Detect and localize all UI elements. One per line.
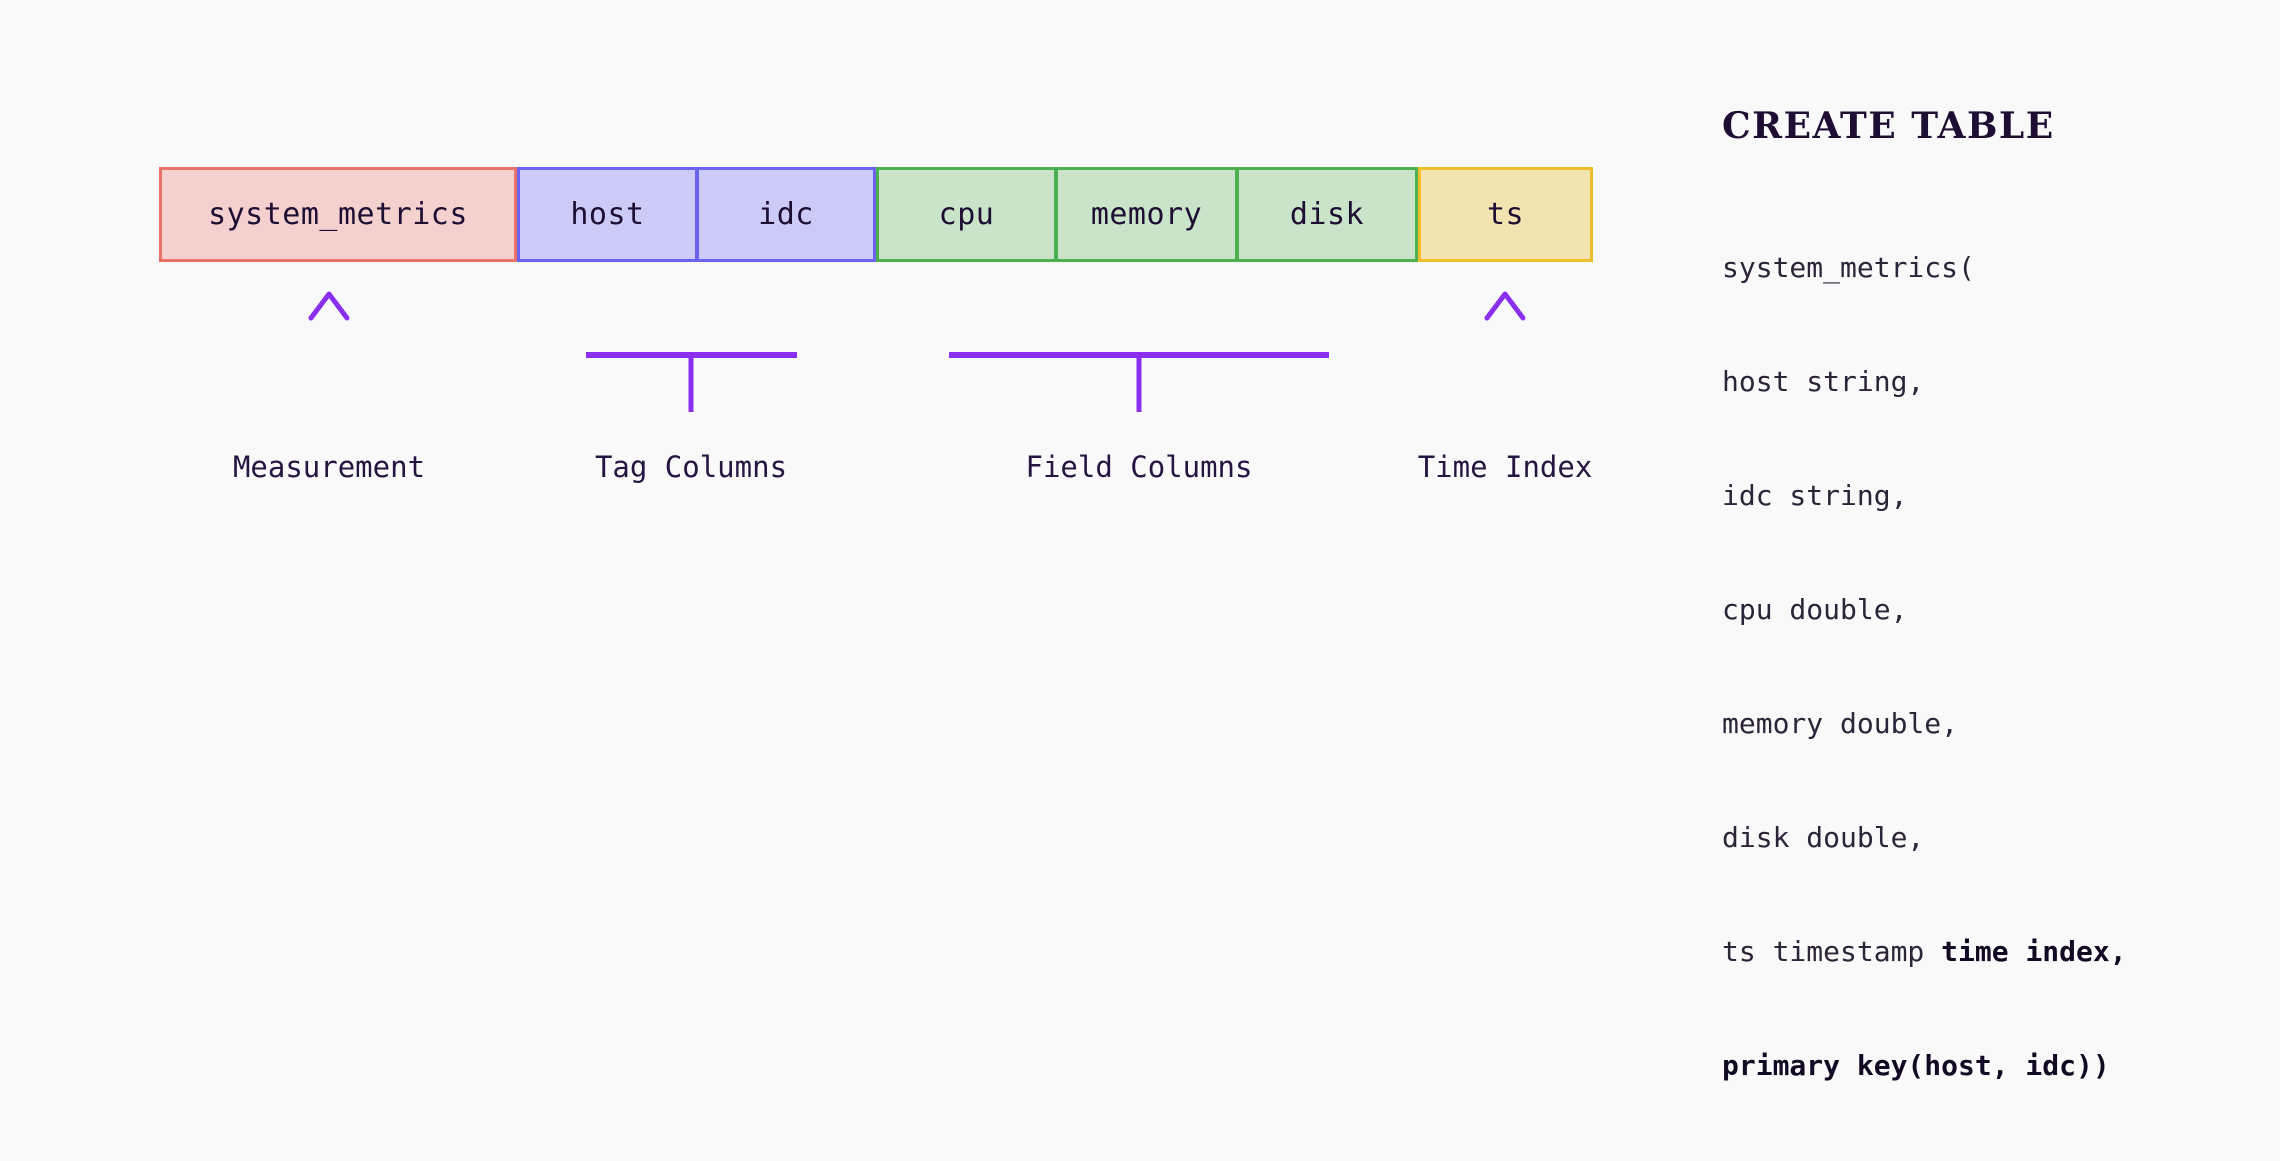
schema-cell-label: disk <box>1289 197 1365 232</box>
ddl-line-text: disk double, <box>1722 821 1925 854</box>
schema-cell-label: cpu <box>938 197 995 232</box>
annotation-connectors <box>308 291 1526 412</box>
connector-time-arrow <box>1484 291 1526 412</box>
ddl-code-block: system_metrics( host string, idc string,… <box>1722 173 2127 1161</box>
ddl-line-text: memory double, <box>1722 707 1959 740</box>
schema-cell-label: idc <box>758 197 814 232</box>
label-measurement: Measurement <box>232 450 426 484</box>
label-tag-columns: Tag Columns <box>594 450 788 484</box>
ddl-line: cpu double, <box>1722 591 2127 629</box>
connector-field-bracket <box>949 296 1329 412</box>
schema-cell-measurement[interactable]: system_metrics <box>159 167 517 262</box>
schema-cell-label: system_metrics <box>208 197 468 232</box>
ddl-heading: CREATE TABLE <box>1722 105 2055 147</box>
ddl-line-keyword: primary key(host, idc)) <box>1722 1049 2110 1082</box>
ddl-line: disk double, <box>1722 819 2127 857</box>
ddl-line-text: ts timestamp <box>1722 935 1942 968</box>
ddl-line: memory double, <box>1722 705 2127 743</box>
ddl-line-text: idc string, <box>1722 479 1908 512</box>
ddl-line: host string, <box>1722 363 2127 401</box>
connector-measurement-arrow <box>308 291 350 412</box>
ddl-line-text: system_metrics( <box>1722 251 1975 284</box>
schema-cell-label: host <box>570 197 645 232</box>
diagram-canvas: system_metrics host idc cpu memory disk … <box>159 105 2127 1082</box>
ddl-line: system_metrics( <box>1722 249 2127 287</box>
schema-cell-memory[interactable]: memory <box>1056 167 1237 262</box>
ddl-line-text: host string, <box>1722 365 1925 398</box>
schema-strip: system_metrics host idc cpu memory disk … <box>159 167 1593 262</box>
label-time-index: Time Index <box>1417 450 1593 484</box>
schema-cell-cpu[interactable]: cpu <box>876 167 1056 262</box>
ddl-line-text: cpu double, <box>1722 593 1908 626</box>
ddl-line-keyword: time index, <box>1941 935 2127 968</box>
ddl-line: primary key(host, idc)) <box>1722 1047 2127 1085</box>
ddl-panel: CREATE TABLE system_metrics( host string… <box>1722 105 2127 1161</box>
ddl-line: idc string, <box>1722 477 2127 515</box>
ddl-line: ts timestamp time index, <box>1722 933 2127 971</box>
schema-cell-host[interactable]: host <box>517 167 697 262</box>
connector-tag-bracket <box>586 296 797 412</box>
label-field-columns: Field Columns <box>1025 450 1253 484</box>
schema-cell-ts[interactable]: ts <box>1418 167 1593 262</box>
schema-cell-label: ts <box>1486 197 1525 232</box>
schema-cell-idc[interactable]: idc <box>697 167 876 262</box>
schema-cell-label: memory <box>1090 197 1203 232</box>
schema-cell-disk[interactable]: disk <box>1237 167 1418 262</box>
